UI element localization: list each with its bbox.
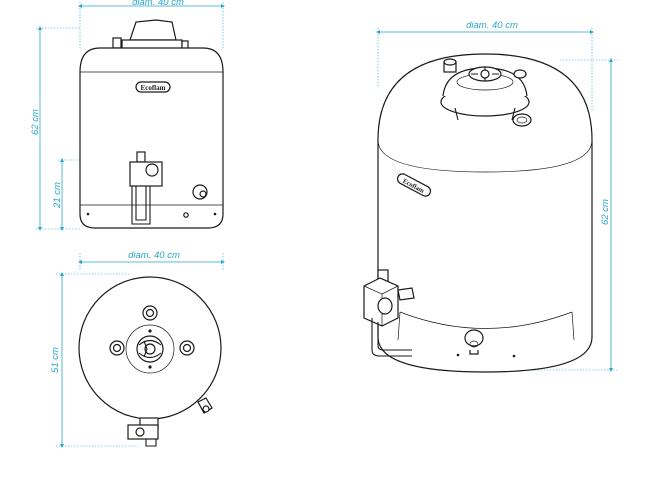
brand-label-front: Ecoflam: [141, 84, 166, 92]
front-width-label: diam. 40 cm: [132, 0, 184, 8]
iso-width-label: diam. 40 cm: [466, 20, 518, 31]
front-view: diam. 40 cm 62 cm 21 cm Ecoflam: [30, 0, 225, 231]
front-height-label: 62 cm: [30, 109, 41, 135]
top-view: diam. 40 cm 51 cm: [50, 250, 225, 448]
iso-height-label: 62 cm: [600, 199, 611, 225]
top-width-label: diam. 40 cm: [128, 250, 180, 261]
top-depth-label: 51 cm: [50, 347, 61, 373]
front-lower-label: 21 cm: [52, 182, 63, 209]
iso-view: diam. 40 cm 62 cm Ecoflam: [363, 20, 618, 373]
